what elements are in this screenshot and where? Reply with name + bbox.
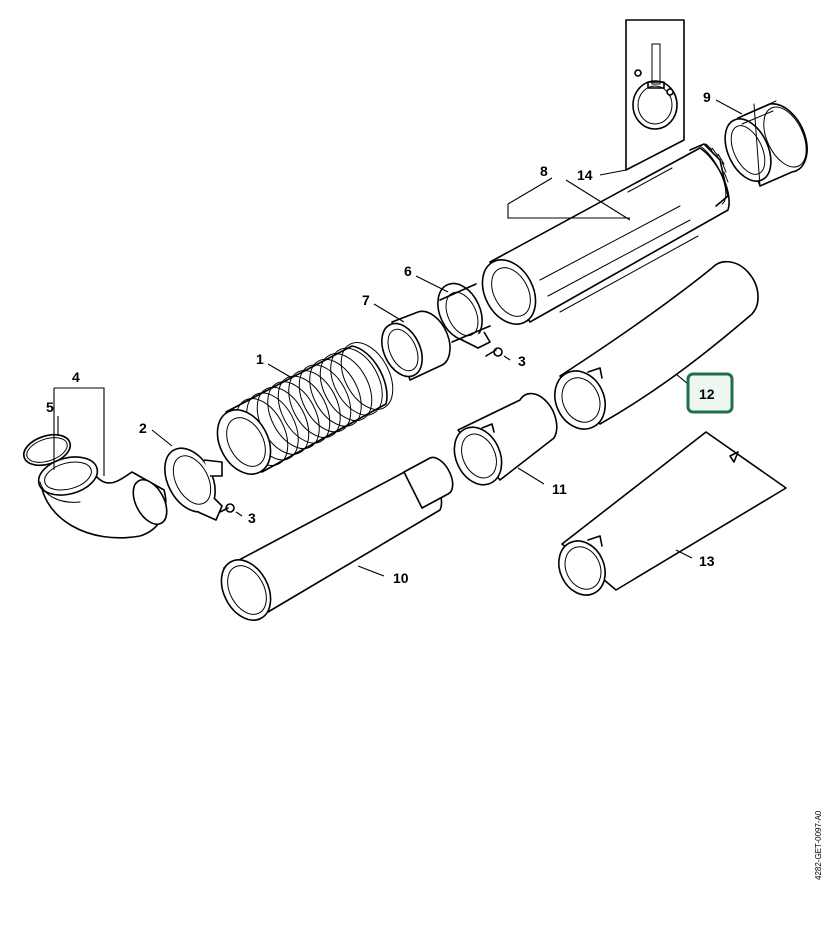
part-11-short-nozzle[interactable]: [445, 392, 558, 493]
hose-rib: [319, 353, 373, 422]
callout-7: 7: [362, 292, 370, 308]
part-9-nut-ring[interactable]: [716, 100, 815, 188]
hose-rib: [277, 375, 331, 444]
callout-3-lower: 3: [248, 510, 256, 526]
hose-rib: [298, 364, 352, 433]
part-2-clamp[interactable]: [155, 440, 226, 521]
part-6-clamp[interactable]: [429, 276, 491, 349]
detail-inset: [625, 19, 685, 171]
callout-6: 6: [404, 263, 412, 279]
hose-rib: [288, 370, 341, 438]
callout-4: 4: [72, 369, 80, 385]
callout-12: 12: [699, 386, 715, 402]
callout-5: 5: [46, 399, 54, 415]
callout-10: 10: [393, 570, 409, 586]
part-3-screw-upper[interactable]: [485, 347, 503, 357]
callout-11: 11: [552, 481, 567, 497]
part-13-flat-nozzle[interactable]: [550, 431, 787, 603]
callout-3-upper: 3: [518, 353, 526, 369]
part-7-ring[interactable]: [374, 310, 451, 383]
hose-rib: [340, 342, 394, 410]
drawing-code: 4282-GET-0097-A0: [814, 810, 823, 880]
part-12-curved-nozzle[interactable]: [546, 260, 759, 438]
highlight-box: [686, 372, 734, 414]
callout-14: 14: [577, 167, 593, 183]
part-1-corrugated-hose[interactable]: [207, 334, 403, 483]
callout-8: 8: [540, 163, 548, 179]
hose-rib: [330, 347, 383, 416]
callout-13: 13: [699, 553, 715, 569]
part-10-straight-tube[interactable]: [212, 456, 454, 628]
callout-12-highlight[interactable]: 12: [686, 372, 734, 414]
hose-rib: [267, 381, 320, 450]
hose-rib: [309, 358, 362, 427]
leader-lines: [53, 99, 743, 577]
part-8-outer-tube[interactable]: [472, 143, 730, 333]
part-3-screw-lower[interactable]: [219, 503, 235, 513]
callout-2: 2: [139, 420, 147, 436]
part-4-elbow[interactable]: [34, 451, 173, 539]
callout-9: 9: [703, 89, 711, 105]
callout-1: 1: [256, 351, 264, 367]
